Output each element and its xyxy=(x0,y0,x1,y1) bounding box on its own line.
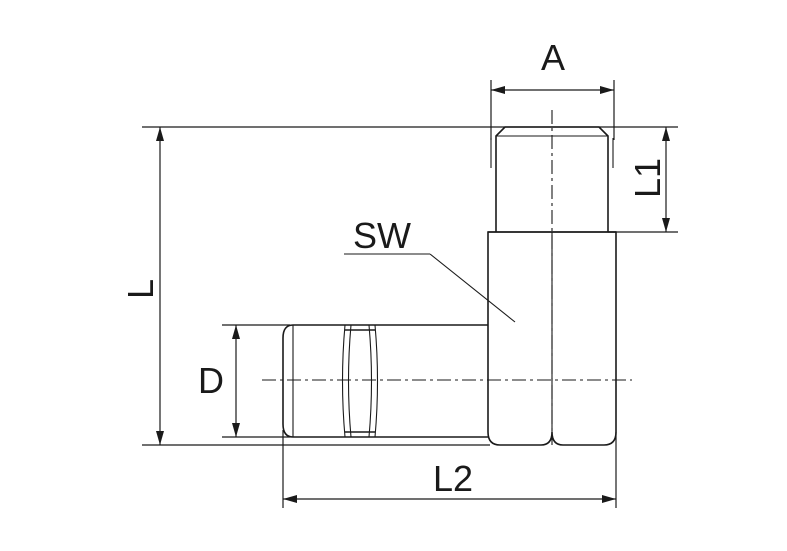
arrowhead xyxy=(662,218,670,232)
horizontal-plug xyxy=(282,324,488,438)
dimension-l2: L2 xyxy=(282,430,617,508)
dimension-l1: L1 xyxy=(608,127,678,233)
arrowhead xyxy=(662,127,670,141)
dimension-label-l: L xyxy=(120,279,161,299)
arrowhead xyxy=(600,86,614,94)
sw-leader: SW xyxy=(344,215,516,323)
dimension-d: D xyxy=(198,324,290,438)
arrowhead xyxy=(156,431,164,445)
arrowhead xyxy=(283,495,297,503)
arrowhead xyxy=(232,423,240,437)
arrowhead xyxy=(156,127,164,141)
dimension-label-d: D xyxy=(198,360,224,401)
dimension-label-sw: SW xyxy=(353,215,411,256)
dimension-label-a: A xyxy=(541,37,565,78)
arrowhead xyxy=(491,86,505,94)
dimension-label-l1: L1 xyxy=(627,158,668,198)
dimension-label-l2: L2 xyxy=(433,458,473,499)
dimension-l: L xyxy=(120,126,678,446)
arrowhead xyxy=(232,325,240,339)
arrowhead xyxy=(602,495,616,503)
dimension-a: A xyxy=(490,37,615,140)
